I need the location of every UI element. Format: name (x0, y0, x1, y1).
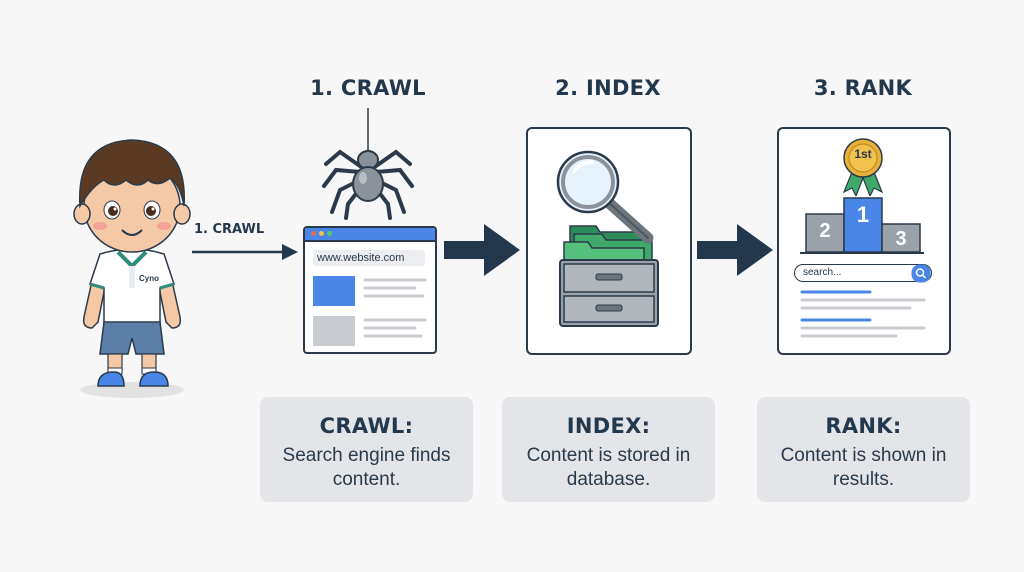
crawl-card-desc: Search engine finds content. (282, 445, 451, 490)
search-placeholder: search... (803, 267, 842, 278)
search-bar: search... (794, 264, 932, 282)
flow-arrow-1 (444, 224, 520, 276)
medal-text: 1st (854, 147, 872, 161)
flow-arrow-2 (697, 224, 773, 276)
podium-place-3: 3 (895, 228, 907, 250)
file-cabinet-icon (559, 225, 659, 327)
browser-titlebar (305, 228, 435, 242)
spider-icon (322, 108, 414, 220)
rank-card: RANK: Content is shown in results. (757, 397, 970, 502)
browser-dot-green (327, 231, 332, 236)
browser-dot-red (311, 231, 316, 236)
index-card: INDEX: Content is stored in database. (502, 397, 715, 502)
step-title-rank: 3. RANK (813, 76, 913, 100)
crawl-card: CRAWL: Search engine finds content. (260, 397, 473, 502)
browser-window: www.website.com (303, 226, 437, 354)
podium-place-1: 1 (856, 202, 870, 227)
crawl-arrow (192, 244, 298, 260)
browser-url: www.website.com (313, 250, 425, 266)
search-icon (911, 264, 931, 283)
step-title-index: 2. INDEX (555, 76, 661, 100)
search-results (800, 290, 926, 338)
crawl-arrow-label: 1. CRAWL (194, 222, 265, 237)
crawl-card-title: CRAWL: (319, 414, 414, 438)
browser-content (313, 276, 427, 346)
rank-card-title: RANK: (825, 414, 902, 438)
browser-dot-yellow (319, 231, 324, 236)
rank-card-desc: Content is shown in results. (780, 445, 947, 490)
podium-icon (800, 197, 924, 254)
step-title-crawl: 1. CRAWL (310, 76, 426, 100)
child-character (73, 139, 191, 398)
shirt-label: Cyno (139, 274, 159, 283)
podium-place-2: 2 (819, 220, 831, 242)
index-card-desc: Content is stored in database. (526, 445, 691, 490)
index-card-title: INDEX: (566, 414, 651, 438)
magnifying-glass-icon (556, 150, 654, 244)
medal-icon (842, 138, 884, 196)
